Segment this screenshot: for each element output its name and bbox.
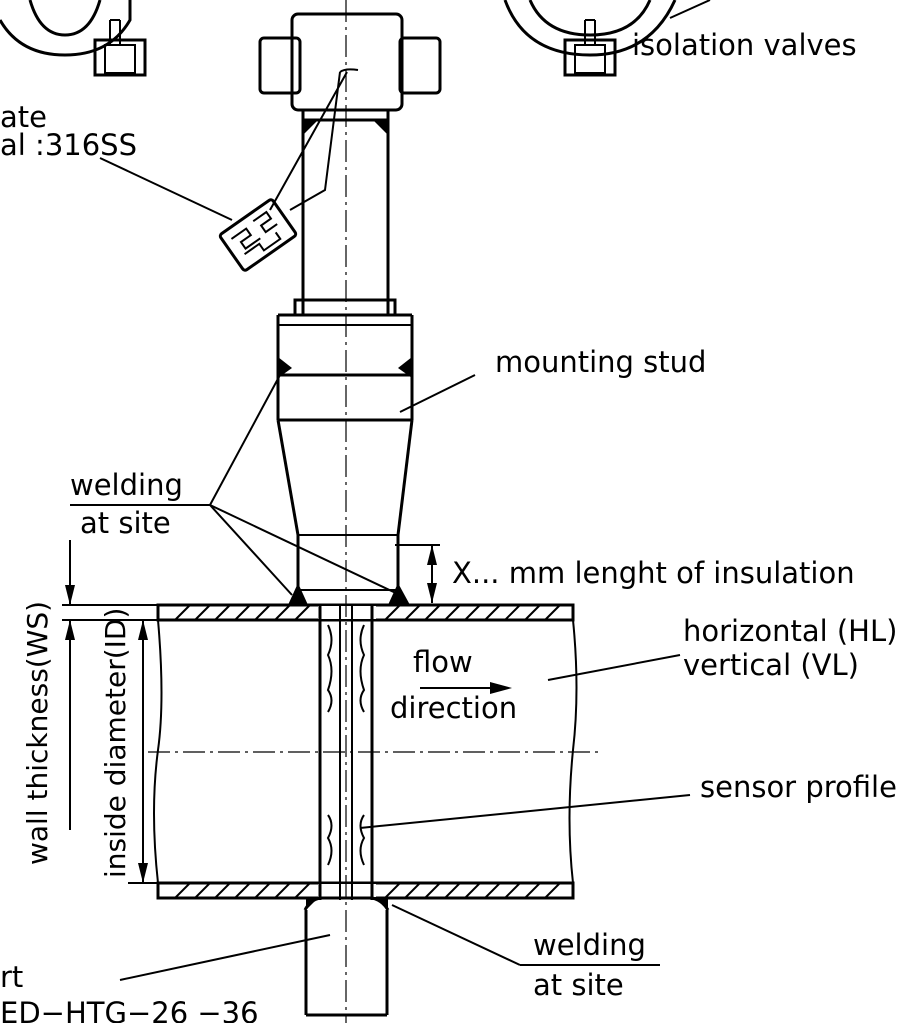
welding-top-label-line2: at site xyxy=(80,506,171,540)
isolation-valves-label: isolation valves xyxy=(632,28,857,62)
support-label-line1: rt xyxy=(0,960,23,994)
flow-direction-arrow xyxy=(420,682,512,694)
sensor-profile-label: sensor profile xyxy=(700,770,897,804)
pipe-break-lines xyxy=(153,619,578,884)
inside-diameter-label: inside diameter(ID) xyxy=(99,608,132,878)
welding-top-label-line1: welding xyxy=(70,468,183,502)
sensor-stem xyxy=(293,120,397,317)
inside-diameter-dimension xyxy=(128,619,160,884)
insulation-dimension xyxy=(395,544,440,603)
mounting-stud xyxy=(276,313,414,605)
sensor-profile xyxy=(318,605,374,900)
welding-bottom-label-line2: at site xyxy=(533,968,624,1002)
orientation-label-line2: vertical (VL) xyxy=(683,648,859,682)
pipe-top-wall xyxy=(156,603,575,622)
flow-label-line2: direction xyxy=(390,691,517,725)
mounting-stud-label: mounting stud xyxy=(495,345,706,379)
orientation-label-line1: horizontal (HL) xyxy=(683,614,897,648)
tag-plate-label-line2: al :316SS xyxy=(0,128,137,162)
welding-top-leader xyxy=(70,374,401,596)
wall-thickness-label: wall thickness(WS) xyxy=(21,601,54,865)
welding-bottom-label-line1: welding xyxy=(533,928,646,962)
tag-plate xyxy=(99,68,359,272)
right-isolation-valve xyxy=(503,0,711,77)
insulation-label: X... mm lenght of insulation xyxy=(452,556,855,590)
left-isolation-valve xyxy=(0,0,147,77)
sensor-head xyxy=(258,12,442,135)
support-label-line2: ED−HTG−26 −36 xyxy=(0,996,259,1023)
flow-label-line1: flow xyxy=(413,645,473,679)
tag-plate-label-line1: ate xyxy=(0,100,47,134)
pipe-bottom-wall xyxy=(156,881,575,900)
